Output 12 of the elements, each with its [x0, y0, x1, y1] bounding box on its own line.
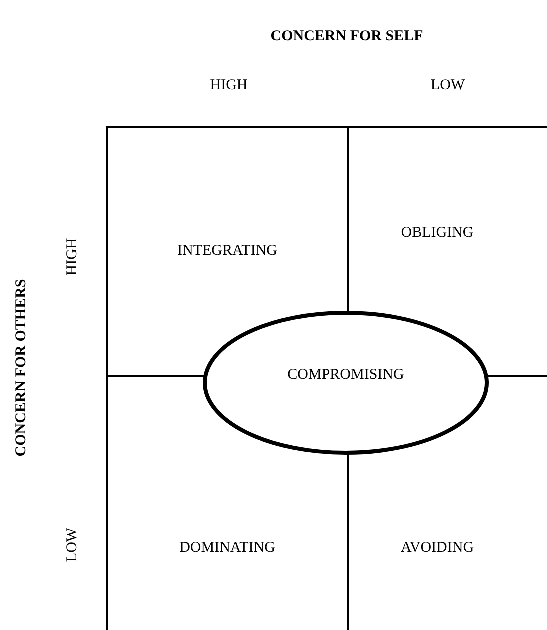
axis-level-label: HIGH — [210, 78, 248, 94]
quadrant-label: OBLIGING — [401, 225, 474, 242]
axis-title: CONCERN FOR SELF — [270, 30, 424, 44]
axis-level-label: HIGH — [66, 238, 80, 276]
axis-level-label: LOW — [430, 78, 466, 94]
axis-level-label: LOW — [66, 528, 80, 562]
ellipse — [203, 311, 489, 455]
quadrant-label: AVOIDING — [400, 540, 474, 556]
quadrant-label: INTEGRATING — [178, 243, 278, 260]
quadrant-label: DOMINATING — [180, 540, 276, 556]
axis-title: CONCERN FOR OTHERS — [14, 279, 30, 457]
quadrant-label: COMPROMISING — [288, 366, 404, 384]
